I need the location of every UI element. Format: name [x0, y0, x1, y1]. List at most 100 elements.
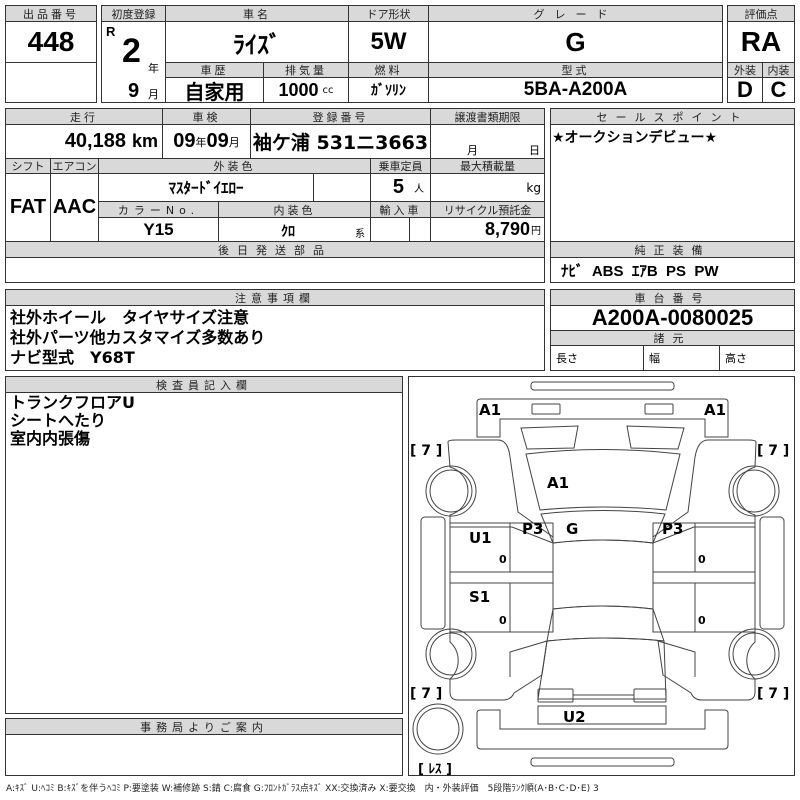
- notes-label: 注意事項欄: [5, 289, 545, 306]
- equipment: ﾅﾋﾞ ABS ｴｱB PS PW: [550, 257, 795, 283]
- damage-diagram: A1 A1 A1 G P3 P3 U1 S1 U2 [ 7 ] [ 7 ] [ …: [408, 376, 795, 777]
- plate-number: 袖ケ浦 531ニ3663: [250, 124, 431, 159]
- damage-mark: U1: [469, 529, 492, 547]
- transfer-label: 譲渡書類期限: [430, 108, 545, 125]
- sales-point: ★オークションデビュー★: [552, 130, 718, 146]
- notes-body: 社外ホイール タイヤサイズ注意 社外パーツ他カスタマイズ多数あり ナビ型式 Y6…: [5, 305, 545, 371]
- tire-tread: [ 7 ]: [410, 686, 442, 702]
- sales-point-label: セールスポイント: [550, 108, 795, 125]
- ext-score: D: [727, 77, 763, 103]
- tire-icons: [412, 465, 780, 755]
- inspection-year: 09: [173, 130, 196, 152]
- damage-mark: G: [566, 520, 578, 538]
- tire-tread: [ 7 ]: [757, 443, 789, 459]
- aircon: AAC: [50, 173, 99, 242]
- int-color-cell: ｸﾛ 系: [218, 217, 371, 242]
- ext-color-label: 外装色: [98, 158, 371, 174]
- capacity-label: 乗車定員: [370, 158, 431, 174]
- inspector-label: 検査員記入欄: [5, 376, 403, 393]
- mileage-label: 走行: [5, 108, 163, 125]
- height-label: 高さ: [719, 345, 795, 371]
- chassis-number: A200A-0080025: [550, 305, 795, 331]
- yen-unit: 円: [531, 226, 541, 237]
- int-score-label: 内装: [762, 62, 795, 78]
- model-code: 5BA-A200A: [428, 77, 723, 103]
- door-type: 5W: [348, 21, 429, 63]
- spare-tire: [ ﾚｽ ]: [418, 762, 452, 777]
- int-color-label: 内装色: [218, 201, 371, 218]
- person-unit: 人: [414, 184, 424, 195]
- zero-mark: 0: [698, 553, 706, 566]
- transfer-cell: 月日: [430, 124, 545, 159]
- zero-mark: 0: [698, 614, 706, 627]
- chassis-label: 車台番号: [550, 289, 795, 306]
- color-no-label: カラーNo.: [98, 201, 219, 218]
- first-reg-label: 初度登録: [101, 5, 166, 22]
- color-number: Y15: [98, 217, 219, 242]
- era: R: [106, 24, 116, 39]
- int-color-unit: 系: [355, 229, 365, 240]
- damage-mark: A1: [479, 401, 501, 419]
- aircon-label: エアコン: [50, 158, 99, 174]
- first-reg-cell: R 2 年 9 月: [101, 21, 166, 103]
- equipment-label: 純正装備: [550, 241, 795, 258]
- width-label: 幅: [643, 345, 720, 371]
- year-unit: 年: [148, 62, 159, 75]
- grade: G: [428, 21, 723, 63]
- note-line: ナビ型式 Y68T: [10, 348, 135, 367]
- damage-mark: P3: [522, 520, 543, 538]
- km-unit: km: [131, 131, 158, 151]
- car-name-label: 車名: [165, 5, 349, 22]
- load-unit: kg: [430, 173, 545, 202]
- tire-tread: [ 7 ]: [410, 443, 442, 459]
- later-parts-body: [5, 257, 545, 283]
- damage-mark: U2: [563, 708, 586, 726]
- inspector-line: シートへたり: [10, 411, 107, 430]
- sales-point-body: ★オークションデビュー★: [550, 124, 795, 242]
- history-label: 車歴: [165, 62, 264, 78]
- spec-label: 諸元: [550, 330, 795, 346]
- ext-color: ﾏｽﾀｰﾄﾞｲｴﾛｰ: [98, 173, 314, 202]
- cc-unit: cc: [322, 84, 334, 96]
- model-label: 型式: [428, 62, 723, 78]
- lot-label: 出品番号: [5, 5, 97, 22]
- zero-mark: 0: [499, 553, 507, 566]
- damage-mark: A1: [704, 401, 726, 419]
- fuel-label: 燃料: [348, 62, 429, 78]
- reg-year: 2: [122, 32, 141, 70]
- month-unit: 月: [228, 135, 240, 149]
- inspector-body: トランクフロアU シートへたり 室内内張傷: [5, 392, 403, 714]
- lot-number: 448: [5, 21, 97, 63]
- ext-color-blank: [313, 173, 371, 202]
- note-line: 社外パーツ他カスタマイズ多数あり: [10, 328, 266, 347]
- inspection-label: 車検: [162, 108, 251, 125]
- int-score: C: [762, 77, 795, 103]
- capacity: 5: [392, 176, 404, 198]
- note-line: 社外ホイール タイヤサイズ注意: [10, 308, 250, 327]
- import-cell-1: [370, 217, 410, 242]
- recycle-fee: 8,790: [484, 219, 530, 239]
- door-label: ドア形状: [348, 5, 429, 22]
- recycle-label: リサイクル預託金: [430, 201, 545, 218]
- reg-month: 9: [128, 80, 140, 102]
- damage-mark: A1: [547, 474, 569, 492]
- shift: FAT: [5, 173, 51, 242]
- int-color: ｸﾛ: [281, 224, 295, 240]
- shift-label: シフト: [5, 158, 51, 174]
- mileage: 40,188: [64, 130, 126, 152]
- import-cell-2: [409, 217, 431, 242]
- month-unit: 月: [467, 144, 478, 157]
- plate-label: 登録番号: [250, 108, 431, 125]
- damage-mark: S1: [469, 588, 490, 606]
- later-parts-label: 後日発送部品: [5, 241, 545, 258]
- ext-score-label: 外装: [727, 62, 763, 78]
- score-label: 評価点: [727, 5, 795, 22]
- tire-tread: [ 7 ]: [757, 686, 789, 702]
- day-unit: 日: [529, 144, 540, 157]
- grade-label: グレード: [428, 5, 723, 22]
